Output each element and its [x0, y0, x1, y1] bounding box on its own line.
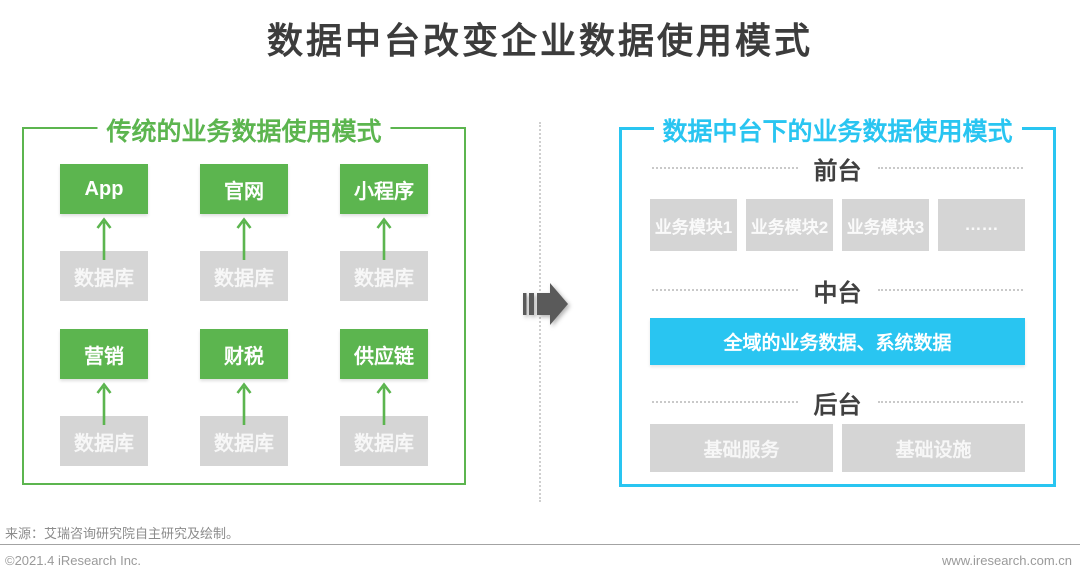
global-data-box: 全域的业务数据、系统数据 — [650, 318, 1025, 365]
up-arrow-icon — [96, 382, 112, 425]
website-box: 官网 — [200, 164, 288, 214]
miniprogram-column: 小程序 数据库 — [340, 164, 428, 301]
copyright-text: ©2021.4 iResearch Inc. — [5, 553, 142, 568]
website-url: www.iresearch.com.cn — [941, 553, 1072, 568]
traditional-model-panel: 传统的业务数据使用模式 App 数据库 官网 数据库 小程序 — [22, 112, 466, 485]
finance-tax-column: 财税 数据库 — [200, 329, 288, 466]
traditional-grid: App 数据库 官网 数据库 小程序 — [24, 129, 464, 466]
website-column: 官网 数据库 — [200, 164, 288, 301]
back-stage-label: 后台 — [813, 391, 862, 419]
more-modules-box: …… — [938, 199, 1025, 251]
business-module-1-box: 业务模块1 — [650, 199, 737, 251]
footer-divider — [0, 544, 1080, 545]
middle-stage-header: 中台 — [652, 274, 1023, 307]
dotted-line — [652, 401, 798, 403]
dotted-line — [652, 289, 798, 291]
marketing-box: 营销 — [60, 329, 148, 379]
middle-stage-label: 中台 — [813, 279, 862, 307]
infrastructure-box: 基础设施 — [842, 424, 1025, 472]
business-module-2-box: 业务模块2 — [746, 199, 833, 251]
marketing-column: 营销 数据库 — [60, 329, 148, 466]
middle-platform-panel-title: 数据中台下的业务数据使用模式 — [653, 112, 1022, 148]
supply-chain-box: 供应链 — [340, 329, 428, 379]
dotted-line — [877, 401, 1023, 403]
up-arrow-icon — [96, 217, 112, 260]
front-stage-header: 前台 — [652, 152, 1023, 185]
back-stage-header: 后台 — [652, 386, 1023, 419]
striped-right-arrow-icon — [523, 283, 568, 325]
up-arrow-icon — [236, 382, 252, 425]
app-column: App 数据库 — [60, 164, 148, 301]
front-modules-row: 业务模块1 业务模块2 业务模块3 …… — [650, 199, 1025, 251]
database-box: 数据库 — [60, 416, 148, 466]
basic-services-box: 基础服务 — [650, 424, 833, 472]
middle-platform-panel: 数据中台下的业务数据使用模式 前台 业务模块1 业务模块2 业务模块3 …… 中… — [619, 112, 1056, 487]
up-arrow-icon — [376, 382, 392, 425]
page-title: 数据中台改变企业数据使用模式 — [266, 20, 813, 61]
up-arrow-icon — [376, 217, 392, 260]
business-module-3-box: 业务模块3 — [842, 199, 929, 251]
back-boxes-row: 基础服务 基础设施 — [650, 424, 1025, 472]
traditional-panel-title: 传统的业务数据使用模式 — [97, 112, 391, 148]
dotted-line — [652, 167, 798, 169]
miniprogram-box: 小程序 — [340, 164, 428, 214]
finance-tax-box: 财税 — [200, 329, 288, 379]
dotted-line — [877, 289, 1023, 291]
dotted-line — [877, 167, 1023, 169]
source-note: 来源：艾瑞咨询研究院自主研究及绘制。 — [5, 526, 240, 541]
up-arrow-icon — [236, 217, 252, 260]
app-box: App — [60, 164, 148, 214]
front-stage-label: 前台 — [813, 157, 862, 185]
supply-chain-column: 供应链 数据库 — [340, 329, 428, 466]
